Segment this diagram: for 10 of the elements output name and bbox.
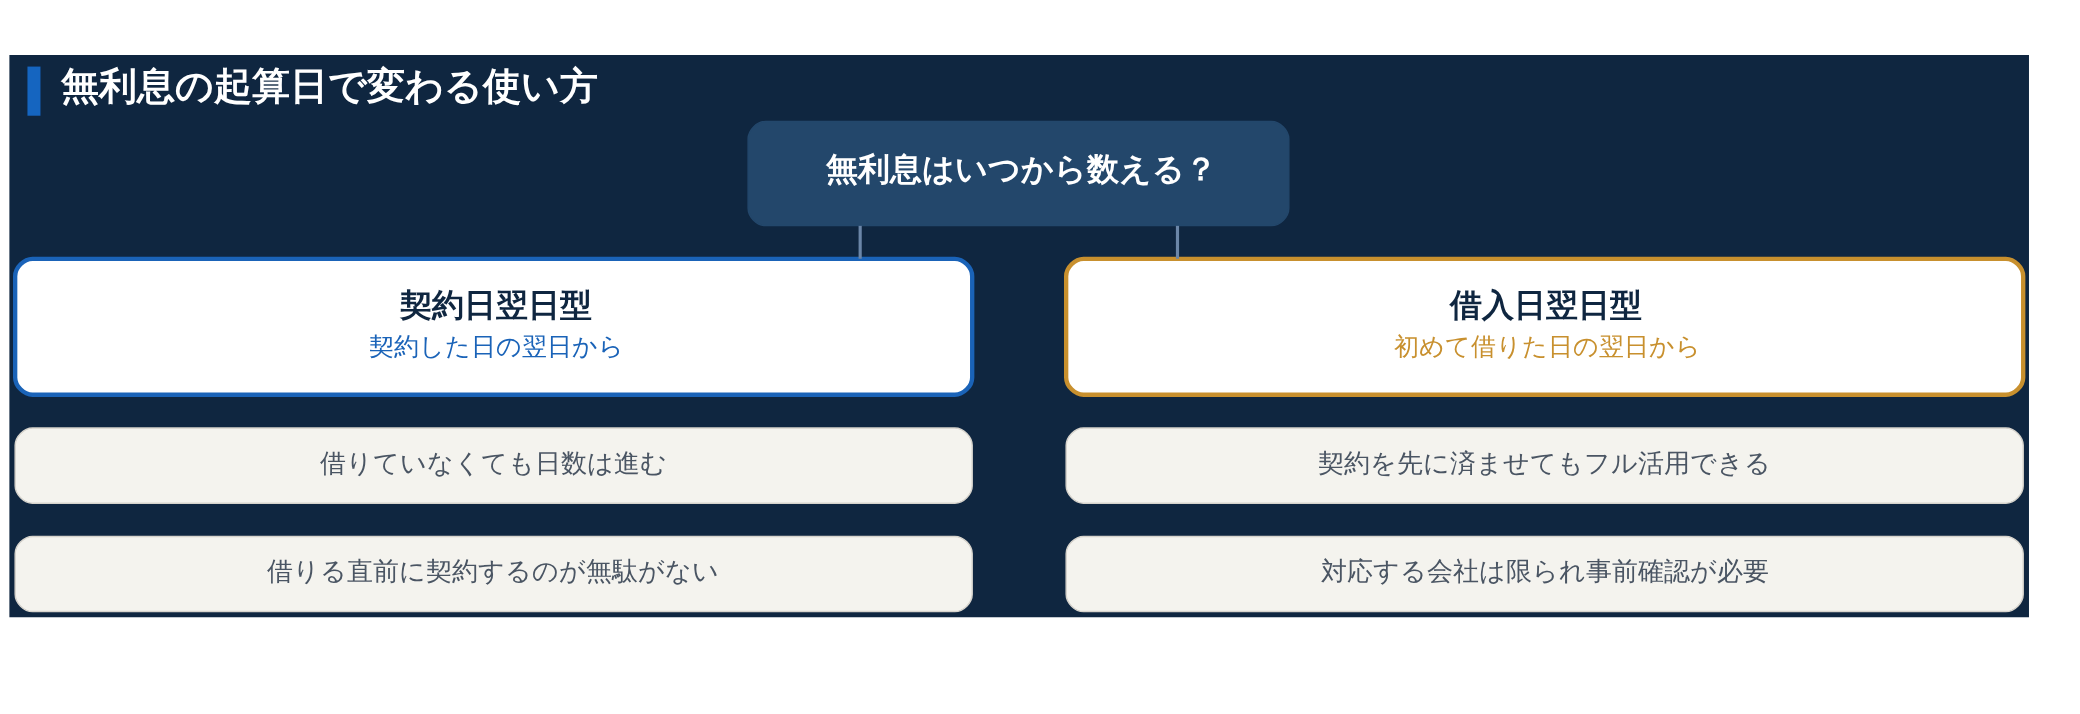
connector — [858, 225, 862, 259]
diagram-title: 無利息の起算日で変わる使い方 — [60, 63, 598, 108]
node-box: 無利息はいつから数える？ — [747, 120, 1290, 227]
node-box: 借りる直前に契約するのが無駄がない — [14, 535, 973, 613]
node-box: 対応する会社は限られ事前確認が必要 — [1065, 535, 2024, 613]
node-box: 契約日翌日型 契約した日の翌日から — [13, 256, 975, 397]
node-box: 契約を先に済ませてもフル活用できる — [1065, 427, 2024, 504]
node-box: 借りていなくても日数は進む — [14, 427, 973, 504]
node-box: 借入日翌日型 初めて借りた日の翌日から — [1064, 256, 2026, 397]
connector — [1175, 225, 1180, 259]
